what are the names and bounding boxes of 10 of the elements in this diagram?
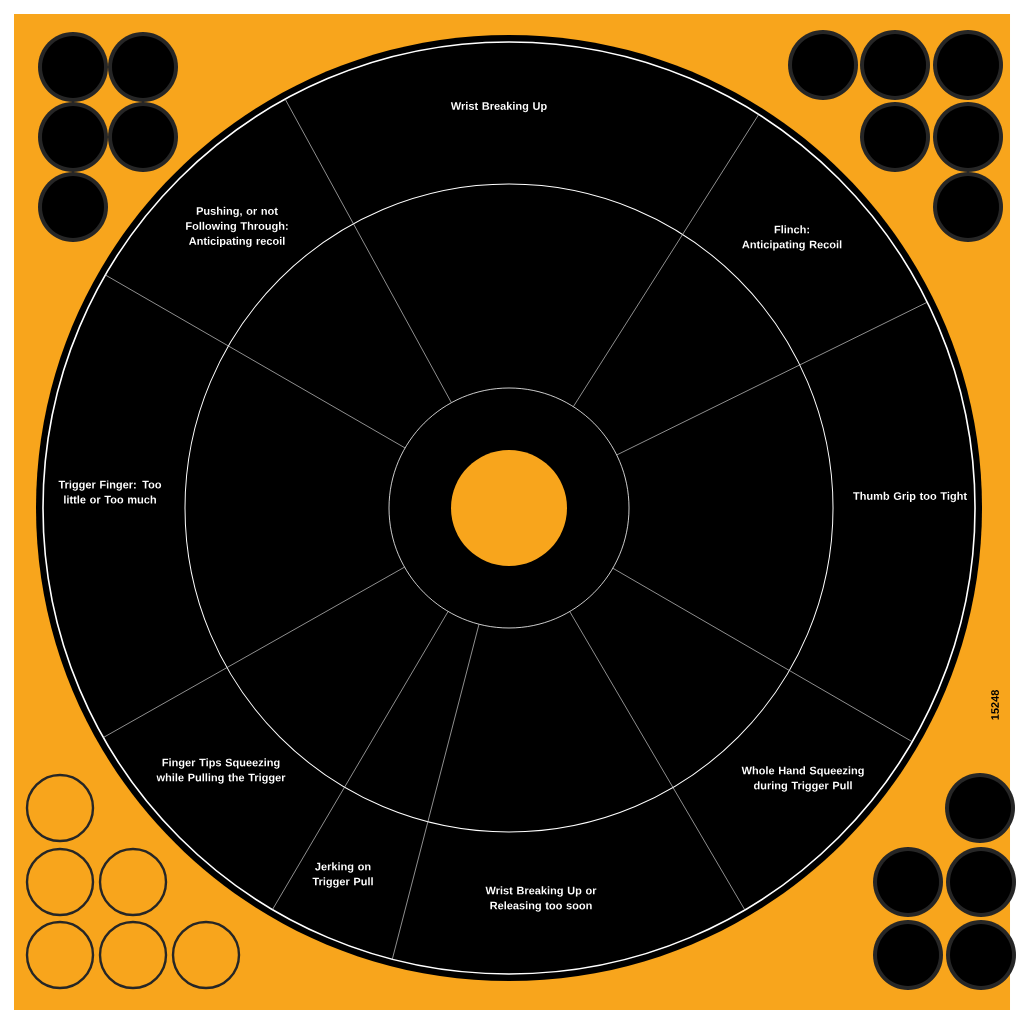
sector-label: Wrist Breaking Up or Releasing too soon <box>485 886 597 912</box>
sector-label: Thumb Grip too Tight <box>853 491 967 503</box>
sector-label: Flinch: Anticipating Recoil <box>742 225 842 251</box>
sector-label: Wrist Breaking Up <box>450 101 547 113</box>
sector-label: Jerking on Trigger Pull <box>312 862 373 888</box>
sector-label: Pushing, or not Following Through: Anticipating recoil <box>186 206 288 248</box>
sector-label: Finger Tips Squeezing while Pulling the Trigger <box>156 758 286 784</box>
product-number: 15248 <box>991 690 999 720</box>
sector-label: Trigger Finger: Too little or Too much <box>58 480 162 504</box>
sector-label: Whole Hand Squeezing during Trigger Pull <box>741 766 864 792</box>
